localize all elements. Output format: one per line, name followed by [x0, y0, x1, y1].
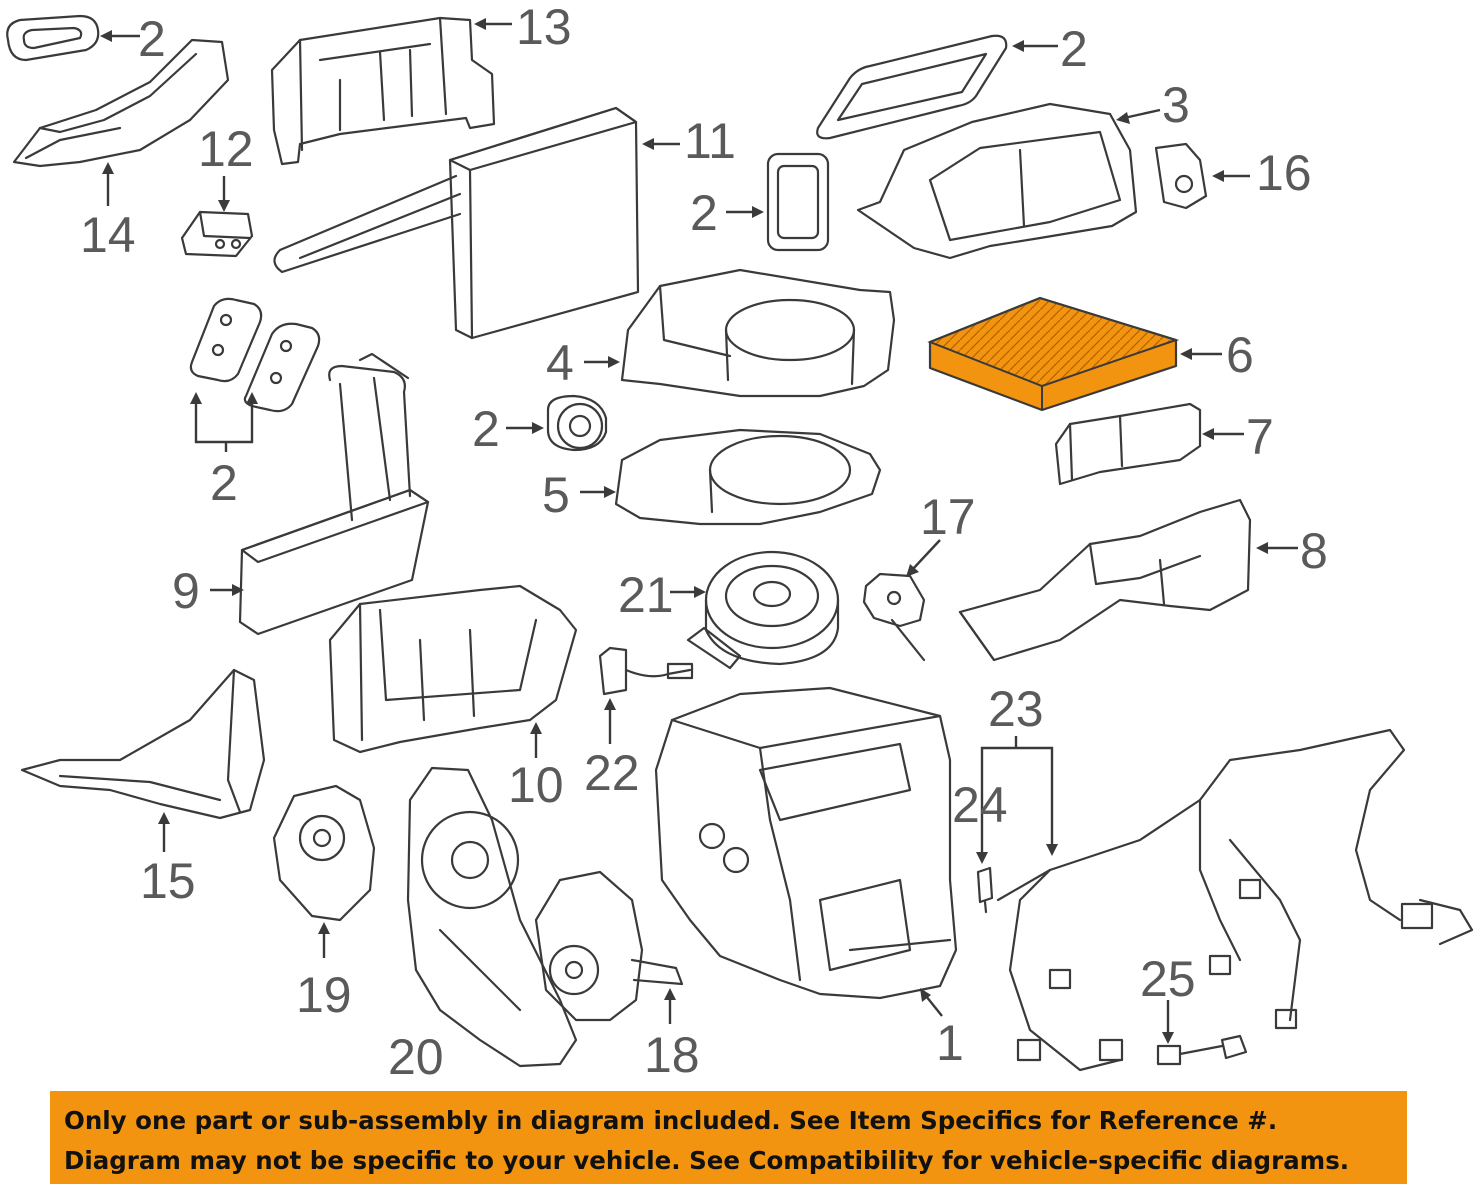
- callout-label: 5: [542, 467, 570, 523]
- disclaimer-line-2: Diagram may not be specific to your vehi…: [64, 1146, 1350, 1175]
- callout-label: 3: [1162, 77, 1190, 133]
- sensor-part-25: [1156, 1034, 1248, 1066]
- bracket-part-13: [270, 16, 496, 166]
- callout-label: 24: [952, 777, 1008, 833]
- frame-part-10: [328, 584, 578, 754]
- heater-core-part-9: [238, 352, 430, 636]
- bushing-part-2d: [546, 394, 608, 452]
- duct-part-15: [20, 668, 266, 820]
- callout-label: 9: [172, 563, 200, 619]
- callout-label: 2: [138, 11, 166, 67]
- bracket-part-7: [1054, 402, 1202, 486]
- callout-label: 19: [296, 967, 352, 1023]
- callout-label: 16: [1256, 145, 1312, 201]
- sensor-part-24: [976, 866, 994, 914]
- leader-arrows: [100, 18, 1298, 1044]
- disclaimer-line-1: Only one part or sub-assembly in diagram…: [64, 1106, 1278, 1135]
- callout-label: 7: [1246, 409, 1274, 465]
- connector-part-22: [598, 646, 694, 696]
- actuator-part-16: [1154, 142, 1208, 210]
- disclaimer-banner: Only one part or sub-assembly in diagram…: [50, 1091, 1407, 1184]
- callout-label: 11: [684, 113, 736, 169]
- callout-label: 6: [1226, 327, 1254, 383]
- callout-label: 20: [388, 1029, 444, 1085]
- housing-part-20: [406, 766, 578, 1068]
- seal-part-2a: [6, 14, 100, 62]
- callout-label: 2: [210, 455, 238, 511]
- duct-part-8: [958, 498, 1252, 662]
- harness-part-23: [996, 728, 1474, 1072]
- actuator-part-18: [534, 870, 684, 1022]
- blower-case-part-4: [620, 268, 896, 398]
- callout-label: 15: [140, 853, 196, 909]
- gasket-pair-part-2: [189, 297, 321, 413]
- cabin-filter-part-6: [927, 296, 1180, 412]
- callout-label: 2: [1060, 21, 1088, 77]
- callout-label: 12: [198, 121, 254, 177]
- callout-label: 2: [472, 401, 500, 457]
- blower-motor-part-21: [686, 550, 840, 670]
- callout-label: 25: [1140, 951, 1196, 1007]
- callout-label: 8: [1300, 523, 1328, 579]
- hvac-case-part-1: [654, 686, 958, 1000]
- seal-part-2b: [816, 34, 1008, 140]
- callout-label: 4: [546, 335, 574, 391]
- actuator-part-19: [272, 784, 376, 922]
- callout-label: 14: [80, 207, 136, 263]
- callout-label: 22: [584, 745, 640, 801]
- blower-housing-part-5: [614, 428, 882, 526]
- duct-part-14: [12, 38, 230, 168]
- callout-label: 10: [508, 757, 564, 813]
- callout-label: 2: [690, 185, 718, 241]
- callout-label: 1: [936, 1015, 964, 1071]
- callout-label: 18: [644, 1027, 700, 1083]
- block-part-12: [180, 210, 254, 258]
- callout-label: 21: [618, 567, 674, 623]
- gasket-part-2c: [766, 152, 830, 252]
- housing-part-3: [856, 102, 1138, 260]
- evaporator-part-11: [273, 106, 640, 340]
- callout-label: 23: [988, 681, 1044, 737]
- callout-label: 17: [920, 489, 976, 545]
- actuator-part-17: [862, 572, 926, 662]
- callout-label: 13: [516, 0, 572, 55]
